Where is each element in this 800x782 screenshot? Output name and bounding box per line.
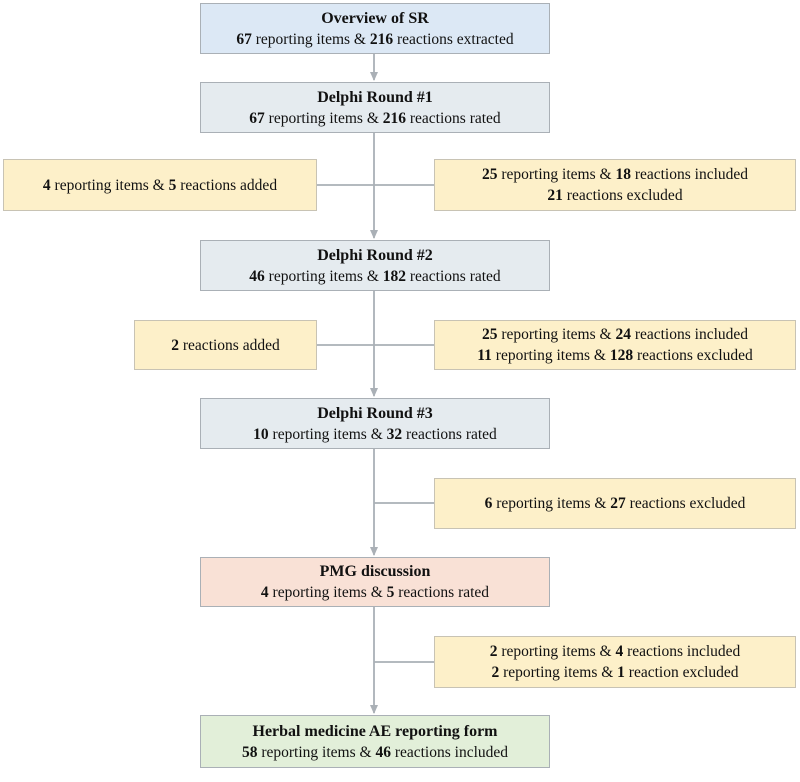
round2-title: Delphi Round #2: [317, 246, 433, 264]
round1-box: Delphi Round #1 67 reporting items & 216…: [200, 82, 550, 133]
pmg-line: 4 reporting items & 5 reactions rated: [260, 584, 490, 601]
round2-line: 46 reporting items & 182 reactions rated: [249, 267, 501, 285]
pmg-result-line2: 2 reporting items & 1 reaction excluded: [491, 664, 739, 681]
overview-title: Overview of SR: [321, 9, 429, 27]
round1-result-line1: 25 reporting items & 18 reactions includ…: [481, 166, 749, 183]
pmg-result-line1: 2 reporting items & 4 reactions included: [489, 643, 741, 660]
round1-added-box: 4 reporting items & 5 reactions added: [3, 159, 317, 211]
final-box: Herbal medicine AE reporting form 58 rep…: [200, 715, 550, 768]
round2-added-line: 2 reactions added: [171, 336, 280, 354]
round3-result-box: 6 reporting items & 27 reactions exclude…: [434, 478, 796, 529]
overview-box: Overview of SR 67 reporting items & 216 …: [200, 3, 550, 54]
round2-result-line2: 11 reporting items & 128 reactions exclu…: [477, 347, 753, 364]
round1-result-line2: 21 reactions excluded: [547, 187, 683, 204]
round1-title: Delphi Round #1: [317, 88, 433, 106]
round1-added-line: 4 reporting items & 5 reactions added: [42, 176, 278, 194]
round2-box: Delphi Round #2 46 reporting items & 182…: [200, 240, 550, 291]
overview-line: 67 reporting items & 216 reactions extra…: [236, 30, 514, 48]
round3-title: Delphi Round #3: [317, 404, 433, 422]
round1-result-box: 25 reporting items & 18 reactions includ…: [434, 159, 796, 211]
pmg-box: PMG discussion 4 reporting items & 5 rea…: [200, 557, 550, 607]
final-line: 58 reporting items & 46 reactions includ…: [241, 743, 509, 761]
round3-box: Delphi Round #3 10 reporting items & 32 …: [200, 398, 550, 449]
round2-result-box: 25 reporting items & 24 reactions includ…: [434, 320, 796, 370]
round2-result-line1: 25 reporting items & 24 reactions includ…: [481, 326, 749, 343]
round3-line: 10 reporting items & 32 reactions rated: [253, 425, 497, 443]
pmg-result-box: 2 reporting items & 4 reactions included…: [434, 636, 796, 688]
round1-line: 67 reporting items & 216 reactions rated: [249, 109, 501, 127]
pmg-title: PMG discussion: [319, 563, 431, 580]
round2-added-box: 2 reactions added: [134, 320, 317, 370]
round3-result-line1: 6 reporting items & 27 reactions exclude…: [484, 495, 746, 512]
final-title: Herbal medicine AE reporting form: [252, 722, 498, 740]
